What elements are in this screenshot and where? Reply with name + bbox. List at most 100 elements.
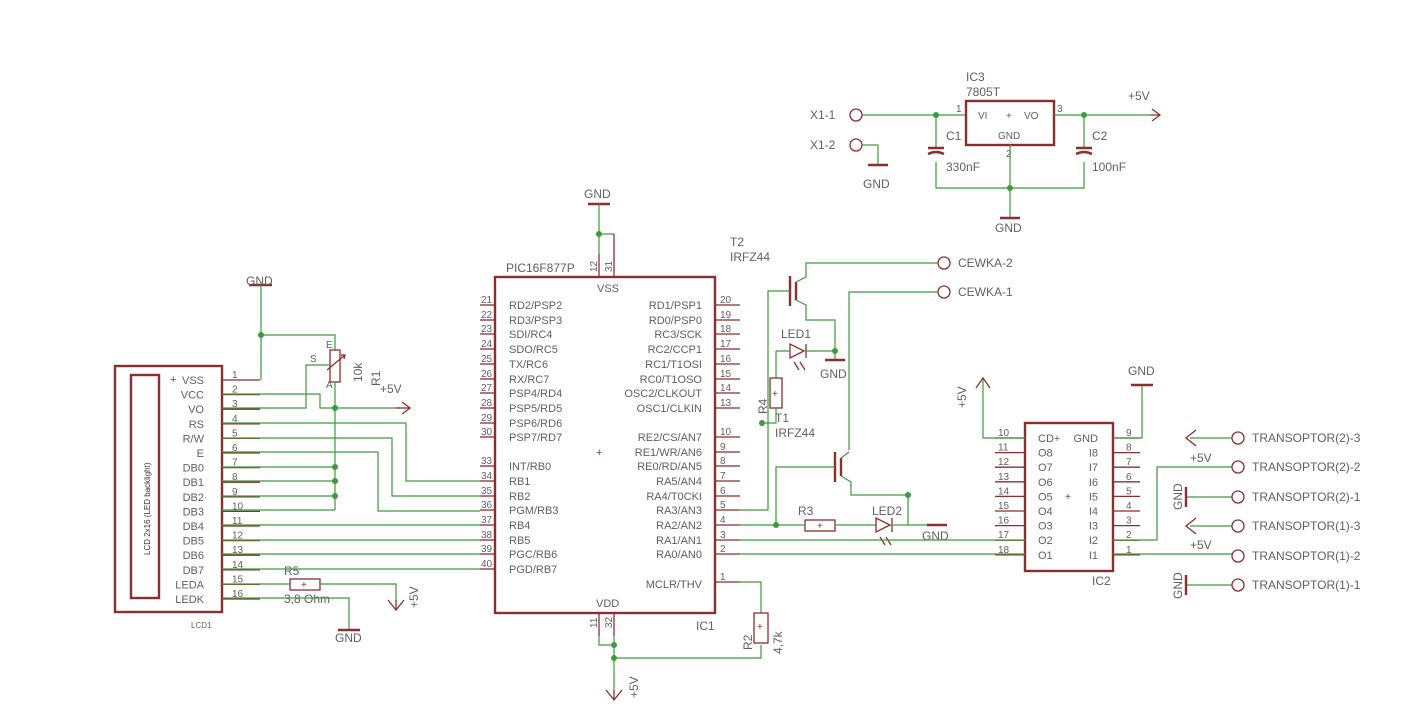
- lcd-screen: [129, 373, 161, 600]
- led1-gnd: GND: [820, 367, 847, 381]
- ic2-left-num: 14: [998, 486, 1010, 497]
- connector-transoptor-1-2[interactable]: [1231, 549, 1245, 563]
- mcu-left-pin-label: PSP6/RD6: [509, 418, 562, 430]
- potentiometer-r1: E A S 10k R1 +5V: [222, 340, 412, 510]
- lcd-pin-num: 13: [232, 545, 244, 556]
- pot-a: A: [326, 380, 333, 391]
- lcd-pin-label: DB1: [183, 477, 204, 489]
- mcu-left-pin-num: 21: [481, 295, 493, 306]
- ic2-gnd-label: GND: [1128, 364, 1155, 378]
- mcu-vdd: VDD: [596, 598, 619, 610]
- transoptor-gnd-b: GND: [1171, 572, 1185, 599]
- ic2-right-label: I5: [1089, 491, 1098, 503]
- transoptor-2-3-label: TRANSOPTOR(2)-3: [1252, 431, 1361, 445]
- lcd-pin-num: 7: [232, 458, 238, 469]
- lcd-mcu-wires: [222, 422, 480, 570]
- lcd-pin-label: DB6: [183, 550, 204, 562]
- led1-name: LED1: [781, 327, 811, 341]
- mcu-right-pin-label: RE1/WR/AN6: [635, 447, 702, 459]
- connector-cewka-2[interactable]: [937, 256, 951, 270]
- ic2-left-label: O6: [1038, 477, 1053, 489]
- mcu-right-pin-num: 14: [720, 383, 732, 394]
- ic2-left-num: 16: [998, 516, 1010, 527]
- regulator-vi: VI: [978, 111, 987, 122]
- ic2-plus: +: [1065, 492, 1071, 503]
- lcd-pin-label: DB2: [183, 492, 204, 504]
- lcd-pin-num: 14: [232, 560, 244, 571]
- resistor-r5: + R5 3,8 Ohm +5V GND: [222, 564, 421, 645]
- mcu-right-pin-label: RA5/AN4: [656, 476, 702, 488]
- mcu-left-pin-num: 23: [481, 324, 493, 335]
- led2-gnd: GND: [922, 529, 949, 543]
- connector-x1-1[interactable]: [849, 108, 863, 122]
- mcu-left-pin-label: TX/RC6: [509, 359, 548, 371]
- mcu-ic1: PIC16F877P IC1 VSS VDD + GND 12 31 11 32…: [480, 187, 762, 702]
- lcd-title: LCD 2x16 (LED backlight): [143, 462, 152, 555]
- ic2-name: IC2: [1092, 574, 1111, 588]
- mcu-left-pin-num: 25: [481, 354, 493, 365]
- connector-cewka-1[interactable]: [937, 285, 951, 299]
- ic2-right-label: I2: [1089, 535, 1098, 547]
- mcu-left-pin-label: PGC/RB6: [509, 549, 557, 561]
- c2-name: C2: [1092, 129, 1108, 143]
- supply-arrow: [975, 376, 991, 389]
- lcd-pin-num: 15: [232, 574, 244, 585]
- ic2-left-num: 10: [998, 428, 1010, 439]
- ic2-right-label: I3: [1089, 521, 1098, 533]
- mcu-left-pin-label: SDI/RC4: [509, 329, 552, 341]
- mcu-left-pin-num: 33: [481, 456, 493, 467]
- mcu-right-pin-num: 17: [720, 339, 732, 350]
- mcu-right-pin-num: 10: [720, 427, 732, 438]
- ic2-left-num: 18: [998, 545, 1010, 556]
- regulator-plus: +: [1006, 111, 1012, 122]
- ic2-right-label: I7: [1089, 462, 1098, 474]
- pot-s: S: [310, 354, 317, 365]
- regulator-gnd: GND: [998, 131, 1020, 142]
- mcu-pin32: 32: [604, 616, 615, 628]
- pot-supply: +5V: [380, 382, 402, 396]
- ic2-left-num: 15: [998, 501, 1010, 512]
- pot-e: E: [326, 340, 333, 351]
- lcd-gnd-bottom: GND: [335, 631, 362, 645]
- connector-transoptor-1-1[interactable]: [1231, 578, 1245, 592]
- connector-transoptor-1-3[interactable]: [1231, 519, 1245, 533]
- transoptor-gnd-a: GND: [1171, 483, 1185, 510]
- ic2-left-label: O7: [1038, 462, 1053, 474]
- mcu-left-pin-label: PSP5/RD5: [509, 403, 562, 415]
- led1-symbol: [789, 342, 807, 360]
- transoptor-2-1-label: TRANSOPTOR(2)-1: [1252, 490, 1361, 504]
- connector-x1-2[interactable]: [849, 138, 863, 152]
- mcu-right-pin-num: 6: [720, 486, 726, 497]
- mcu-right-pin-label: RD1/PSP1: [649, 300, 702, 312]
- c1-value: 330nF: [946, 160, 980, 174]
- mcu-right-pin-label: RA2/AN2: [656, 520, 702, 532]
- mcu-left-pin-num: 24: [481, 339, 493, 350]
- mcu-mclr-num: 1: [720, 572, 726, 583]
- connector-transoptor-2-1[interactable]: [1231, 490, 1245, 504]
- mcu-right-pin-label: RE0/RD/AN5: [637, 461, 702, 473]
- lcd-body: [113, 364, 224, 614]
- mcu-part: PIC16F877P: [506, 261, 575, 275]
- resistor-r2: + R2 4,7k: [740, 581, 785, 654]
- mcu-right-pin-num: 9: [720, 442, 726, 453]
- mcu-left-pin-label: RB2: [509, 491, 530, 503]
- mcu-left-pin-label: PSP7/RD7: [509, 432, 562, 444]
- mcu-left-pin-label: RX/RC7: [509, 374, 549, 386]
- ic2-right-num: 1: [1126, 545, 1132, 556]
- supply-arrow: [396, 401, 412, 415]
- lcd-pin-num: 1: [232, 370, 238, 381]
- ic2-right-num: 6: [1126, 472, 1132, 483]
- mcu-left-pin-num: 30: [481, 427, 493, 438]
- lcd-pin-num: 3: [232, 399, 238, 410]
- mcu-left-pin-num: 37: [481, 515, 493, 526]
- mcu-left-pin-label: RB4: [509, 520, 530, 532]
- cewka-1-label: CEWKA-1: [958, 285, 1013, 299]
- connector-transoptor-2-2[interactable]: [1231, 460, 1245, 474]
- lcd-pin-label: R/W: [183, 433, 205, 445]
- lcd-pin-label: DB4: [183, 521, 204, 533]
- connector-transoptor-2-3[interactable]: [1231, 431, 1245, 445]
- lcd-plus: +: [170, 374, 176, 386]
- ic2-right-label: I6: [1089, 477, 1098, 489]
